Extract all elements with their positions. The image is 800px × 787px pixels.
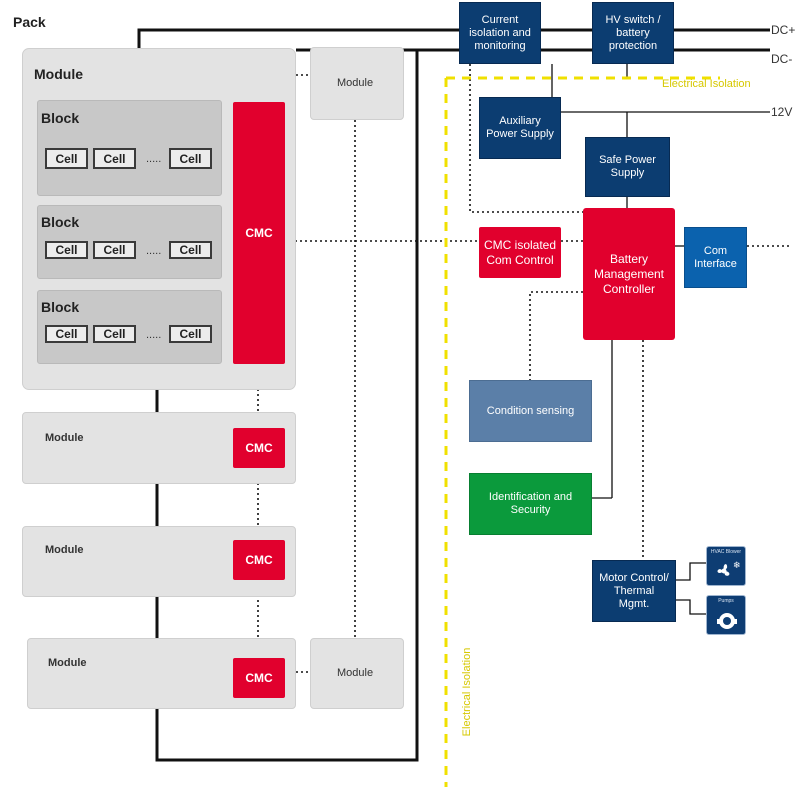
condition-sensing-block: Condition sensing: [469, 380, 592, 442]
battery-management-controller: Battery Management Controller: [583, 208, 675, 340]
cell: Cell: [45, 325, 88, 343]
com-interface-block: Com Interface: [684, 227, 747, 288]
hv-switch-block: HV switch / battery protection: [592, 2, 674, 64]
module-2-title: Module: [45, 432, 84, 444]
cmc-main: CMC: [233, 102, 285, 364]
cell: Cell: [169, 148, 212, 169]
motor-control-block: Motor Control/ Thermal Mgmt.: [592, 560, 676, 622]
module-main-title: Module: [34, 66, 83, 82]
cell: Cell: [93, 241, 136, 259]
current-isolation-block: Current isolation and monitoring: [459, 2, 541, 64]
cell: Cell: [93, 325, 136, 343]
pump-icon: Pumps: [706, 595, 746, 635]
safe-power-block: Safe Power Supply: [585, 137, 670, 197]
block-3-title: Block: [41, 299, 80, 315]
dc-plus-label: DC+: [771, 23, 796, 37]
module-3-title: Module: [45, 544, 84, 556]
cell: Cell: [169, 241, 212, 259]
cell: Cell: [169, 325, 212, 343]
pump-icon-caption: Pumps: [718, 598, 734, 604]
cell-ellipsis: .....: [146, 329, 162, 341]
fan-icon: HVAC Blower ❄: [706, 546, 746, 586]
block-2-title: Block: [41, 214, 80, 230]
module-4-title: Module: [48, 657, 87, 669]
cmc-isolated-com-block: CMC isolated Com Control: [479, 227, 561, 278]
module-side-top-label: Module: [337, 77, 374, 89]
fan-glyph: ❄: [717, 561, 741, 576]
svg-text:❄: ❄: [733, 561, 741, 571]
cell-ellipsis: .....: [146, 153, 162, 165]
module-side-bottom-label: Module: [337, 667, 374, 679]
cell: Cell: [45, 148, 88, 169]
cmc-3: CMC: [233, 540, 285, 580]
isolation-label-top: Electrical Isolation: [662, 78, 751, 90]
auxiliary-power-block: Auxiliary Power Supply: [479, 97, 561, 159]
cell: Cell: [93, 148, 136, 169]
block-1-title: Block: [41, 110, 80, 126]
supply-lines: [551, 64, 770, 615]
identification-security-block: Identification and Security: [469, 473, 592, 535]
fan-icon-caption: HVAC Blower: [710, 549, 742, 555]
cell-ellipsis: .....: [146, 245, 162, 257]
isolation-boundary: [444, 76, 720, 787]
pump-glyph: [717, 613, 737, 629]
12v-label: 12V: [771, 105, 793, 119]
module-side-top: [310, 47, 404, 120]
isolation-label-side: Electrical Isolation: [461, 647, 473, 737]
dc-minus-label: DC-: [771, 52, 793, 66]
cell: Cell: [45, 241, 88, 259]
cmc-2: CMC: [233, 428, 285, 468]
pack-title: Pack: [13, 14, 46, 30]
module-side-bottom: [310, 638, 404, 709]
cmc-4: CMC: [233, 658, 285, 698]
